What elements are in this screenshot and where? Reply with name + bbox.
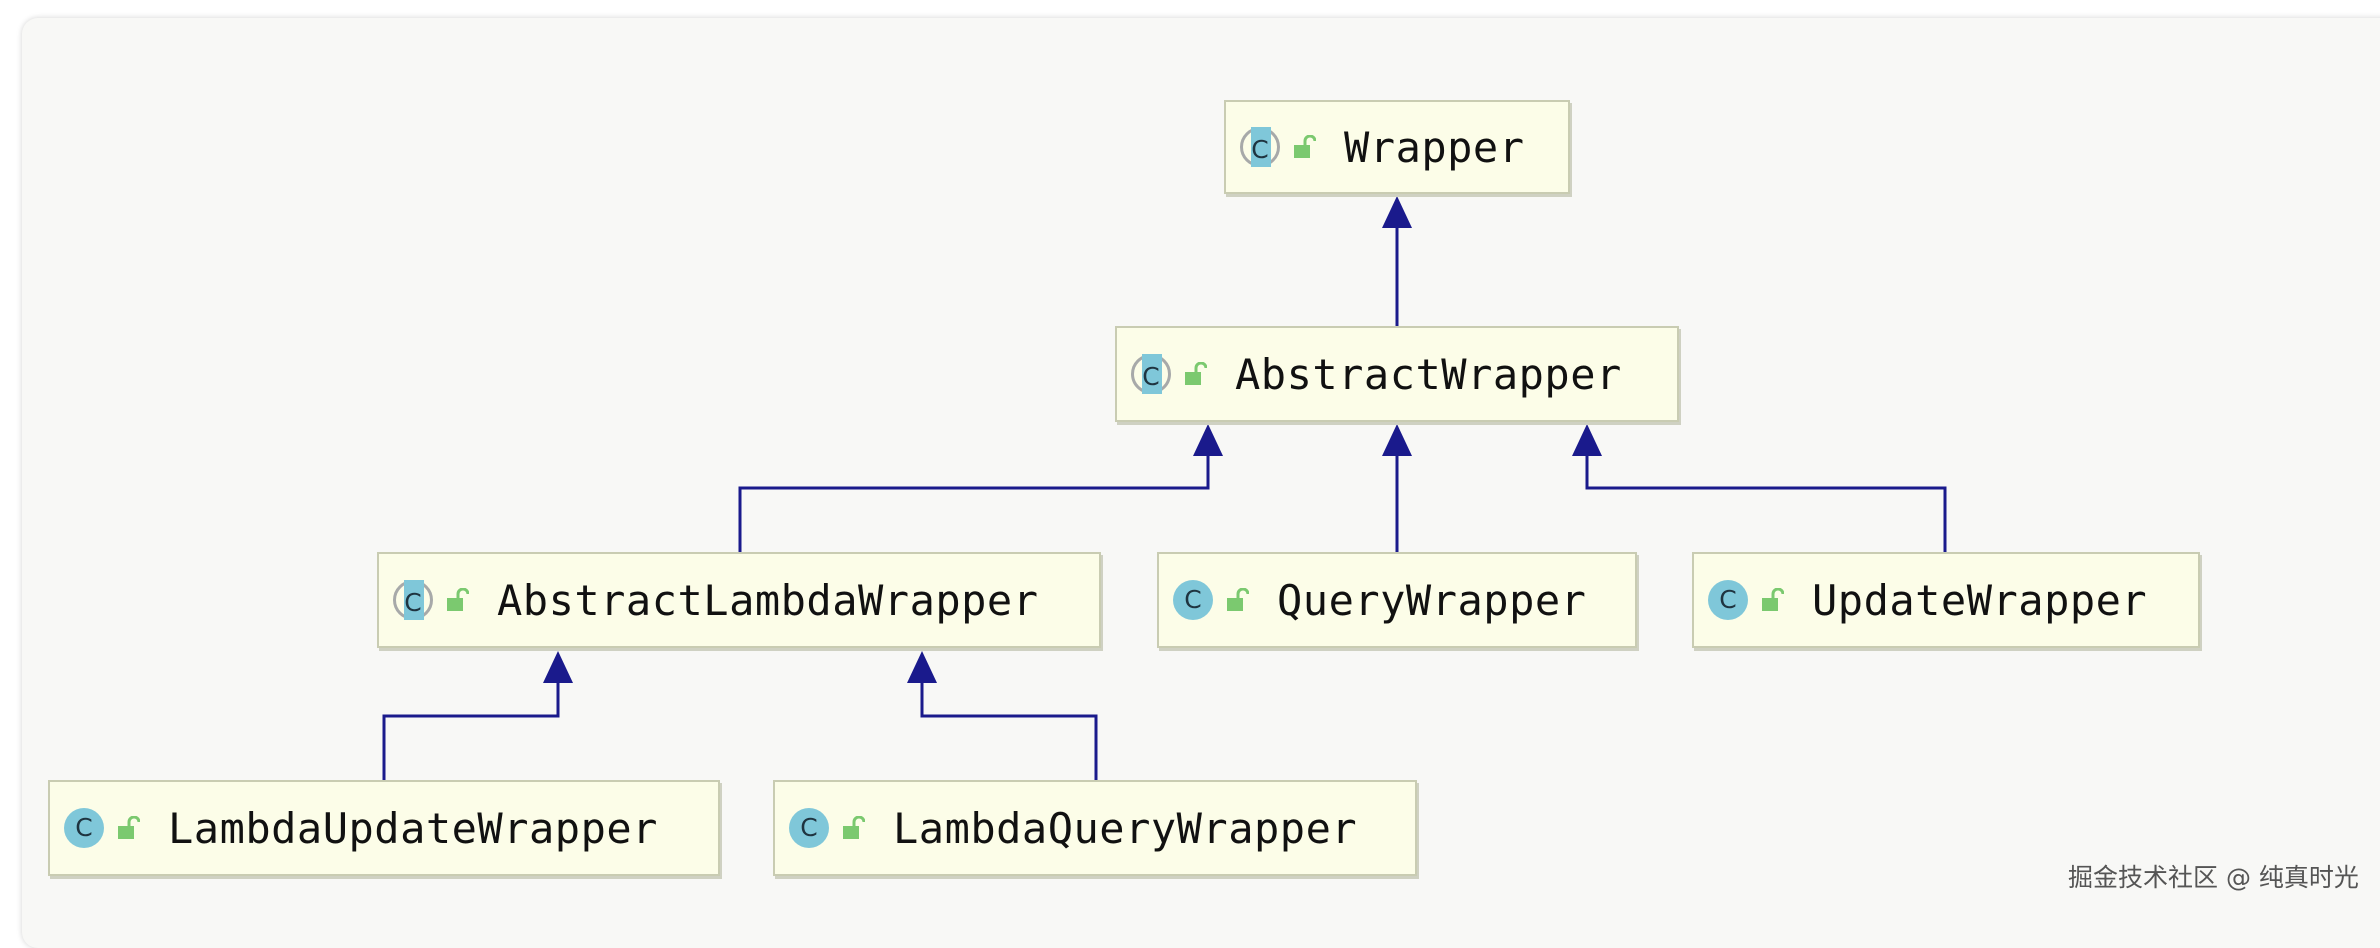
- class-name: LambdaQueryWrapper: [893, 803, 1358, 853]
- arrowhead-abstractwrapper-right: [1572, 424, 1602, 456]
- unlocked-lock-icon: [1294, 135, 1316, 158]
- abstract-class-icon: C: [1131, 354, 1171, 394]
- unlocked-lock-icon: [1227, 588, 1249, 611]
- class-icon: C: [1173, 580, 1213, 620]
- abstract-class-icon: C: [393, 580, 433, 620]
- watermark: 掘金技术社区 @ 纯真时光: [2068, 863, 2359, 892]
- inheritance-edges: [382, 196, 1947, 780]
- edge-lambdaquerywrapper-to-abstractlambdawrapper: [920, 667, 1098, 780]
- class-name: LambdaUpdateWrapper: [168, 803, 658, 853]
- class-name: QueryWrapper: [1277, 575, 1587, 625]
- class-node-query-wrapper[interactable]: C QueryWrapper: [1157, 552, 1637, 648]
- class-name: AbstractLambdaWrapper: [497, 575, 1039, 625]
- class-name: UpdateWrapper: [1812, 575, 2148, 625]
- class-node-wrapper[interactable]: C Wrapper: [1224, 100, 1570, 194]
- abstract-class-icon: C: [1240, 127, 1280, 167]
- class-icon: C: [789, 808, 829, 848]
- unlocked-lock-icon: [1185, 362, 1207, 385]
- edge-updatewrapper-to-abstractwrapper: [1585, 440, 1947, 552]
- class-node-lambda-update-wrapper[interactable]: C LambdaUpdateWrapper: [48, 780, 720, 876]
- edge-abstractlambdawrapper-to-abstractwrapper: [738, 440, 1210, 552]
- arrowhead-abstractwrapper-left: [1193, 424, 1223, 456]
- unlocked-lock-icon: [1762, 588, 1784, 611]
- class-name: Wrapper: [1344, 122, 1525, 172]
- arrowhead-abstractwrapper-center: [1382, 424, 1412, 456]
- unlocked-lock-icon: [447, 588, 469, 611]
- class-node-update-wrapper[interactable]: C UpdateWrapper: [1692, 552, 2200, 648]
- unlocked-lock-icon: [118, 816, 140, 839]
- class-node-lambda-query-wrapper[interactable]: C LambdaQueryWrapper: [773, 780, 1417, 876]
- unlocked-lock-icon: [843, 816, 865, 839]
- arrowhead-wrapper: [1382, 196, 1412, 228]
- class-name: AbstractWrapper: [1235, 349, 1622, 399]
- class-node-abstract-lambda-wrapper[interactable]: C AbstractLambdaWrapper: [377, 552, 1101, 648]
- class-icon: C: [1708, 580, 1748, 620]
- arrowhead-abstractlambdawrapper-right: [907, 651, 937, 683]
- edge-lambdaupdatewrapper-to-abstractlambdawrapper: [382, 667, 560, 780]
- class-icon: C: [64, 808, 104, 848]
- arrowhead-abstractlambdawrapper-left: [543, 651, 573, 683]
- class-node-abstract-wrapper[interactable]: C AbstractWrapper: [1115, 326, 1679, 422]
